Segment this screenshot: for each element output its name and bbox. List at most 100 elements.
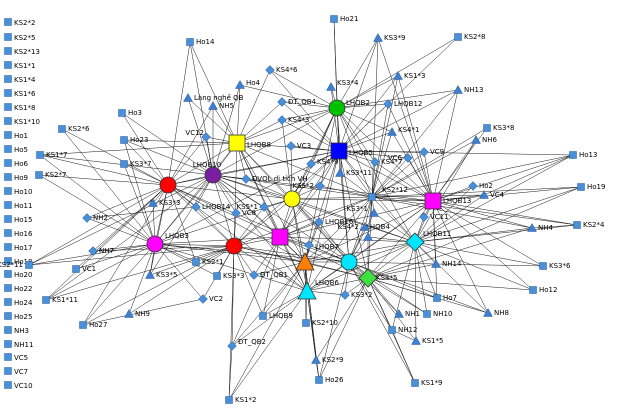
triangle-node-marker <box>295 252 315 271</box>
square-node-marker <box>4 131 12 139</box>
node-label: NH14 <box>442 260 462 268</box>
edge <box>45 243 156 301</box>
edge <box>61 128 156 245</box>
edge <box>367 277 428 315</box>
triangle-node-marker <box>124 308 134 318</box>
node-label: Ho5 <box>14 146 28 154</box>
square-node-marker <box>4 187 12 195</box>
edge <box>212 174 265 208</box>
square-node-marker <box>411 379 419 387</box>
edge <box>189 41 238 144</box>
node-label: Ho23 <box>130 136 148 144</box>
edge <box>269 69 338 109</box>
edge <box>123 139 169 186</box>
edge <box>348 261 428 315</box>
node-label: NH4 <box>538 224 554 232</box>
node-label: KS1*1 <box>14 62 35 70</box>
edge <box>367 277 417 342</box>
edge <box>123 139 214 176</box>
node-label: Ho10 <box>14 188 32 196</box>
edge <box>236 84 241 144</box>
edge <box>39 154 156 245</box>
node-vc11: VC11 <box>419 212 449 222</box>
square-node-marker <box>454 33 462 41</box>
square-node-marker <box>225 396 233 404</box>
node-label: KS3*6 <box>549 262 571 270</box>
edge <box>348 261 400 315</box>
edge <box>233 245 350 263</box>
node-ks2-9: KS2*9 <box>311 354 343 364</box>
node-label: KS4*5 <box>376 274 397 282</box>
square-node-marker <box>35 171 43 179</box>
node-ho17: Ho17 <box>4 243 32 252</box>
node-ks3-11: KS3*11 <box>335 167 372 177</box>
edge <box>338 150 409 159</box>
node-label: KS3*3 <box>223 272 244 280</box>
node-ks2-5: KS2*5 <box>4 33 35 42</box>
edge <box>336 89 459 109</box>
triangle-node-marker <box>148 197 158 207</box>
edge <box>167 184 308 292</box>
triangle-node-marker <box>479 189 489 199</box>
edge <box>167 105 214 186</box>
edge <box>290 145 293 200</box>
diamond-node-marker <box>304 240 314 250</box>
square-node-marker <box>72 265 80 273</box>
node-label: KS4*1 <box>398 126 419 134</box>
edge <box>212 84 241 176</box>
node-label: LHQB11 <box>423 230 451 238</box>
edge <box>483 154 574 196</box>
node-ho22: Ho22 <box>4 284 32 293</box>
edge <box>414 241 544 267</box>
node-label: NH1 <box>405 310 420 318</box>
triangle-node-marker <box>145 269 155 279</box>
node-ks3-8: KS3*8 <box>483 124 514 132</box>
node-ks4-1: KS4*1 <box>387 126 419 136</box>
node-label: Ho15 <box>14 216 32 224</box>
node-label: Ho13 <box>579 151 597 159</box>
edge <box>371 37 379 198</box>
diamond-node-marker <box>82 213 92 223</box>
edge <box>338 150 416 243</box>
node-label: KS5*1 <box>237 203 258 211</box>
square-node-marker <box>388 326 396 334</box>
node-label: KS1*8 <box>14 104 35 112</box>
square-node-marker <box>58 125 66 133</box>
edge <box>281 107 338 121</box>
edge <box>371 151 425 198</box>
square-node-marker <box>4 367 12 375</box>
node-label: Ho18 <box>14 258 32 266</box>
edge <box>167 184 235 247</box>
edge <box>339 172 373 198</box>
node-label: VC11 <box>430 213 449 221</box>
edge <box>82 243 156 326</box>
square-node-marker <box>271 228 289 246</box>
edge <box>86 217 156 245</box>
node-nh5: NH5 <box>208 100 234 110</box>
node-label: LHQB14 <box>202 203 231 211</box>
node-ks5-1: KS5*1 <box>237 202 269 212</box>
edge <box>279 236 308 292</box>
edge <box>228 245 235 401</box>
node-label: KS3*3 <box>159 199 180 207</box>
edge <box>338 150 369 279</box>
edge <box>414 241 417 342</box>
edge <box>92 243 156 252</box>
triangle-node-marker <box>335 167 345 177</box>
node-nh13: NH13 <box>453 84 483 94</box>
edge <box>371 131 393 198</box>
node-label: KS1*10 <box>14 118 40 126</box>
edge <box>432 89 459 202</box>
diamond-node-marker <box>468 181 478 191</box>
edge <box>338 131 393 152</box>
edge <box>531 224 578 229</box>
circle-node-marker <box>283 190 301 208</box>
node-label: NH11 <box>14 341 33 349</box>
edge <box>154 243 204 300</box>
edge <box>336 107 376 163</box>
node-layer: KS2*2KS2*5KS2*13KS1*1KS1*4KS1*6KS1*8KS1*… <box>0 15 605 404</box>
circle-node-marker <box>146 235 164 253</box>
node-label: NH7 <box>99 247 114 255</box>
edge <box>279 185 321 238</box>
edge <box>432 200 438 299</box>
